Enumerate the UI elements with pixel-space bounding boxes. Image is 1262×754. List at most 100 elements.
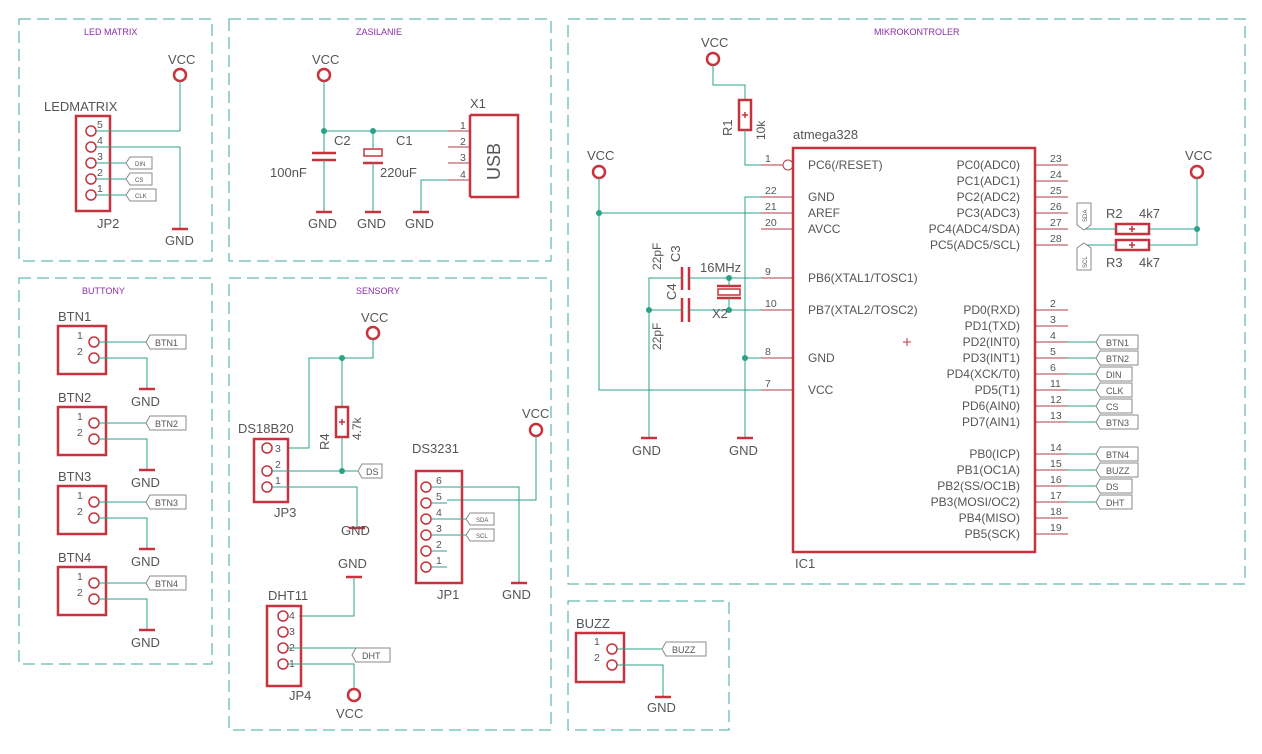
svg-text:BUZZ: BUZZ (672, 645, 696, 655)
svg-text:4k7: 4k7 (1139, 206, 1160, 221)
svg-text:22pF: 22pF (650, 323, 664, 350)
mcu-pin: 20 AVCC (761, 217, 841, 236)
pin-number: 6 (436, 475, 442, 487)
vcc-symbol: VCC (361, 310, 388, 341)
svg-text:C1: C1 (396, 133, 413, 148)
pin-name: PD3(INT1) (963, 351, 1020, 365)
pin-name: PB2(SS/OC1B) (937, 479, 1020, 493)
svg-text:1: 1 (460, 120, 466, 132)
pin-number: 20 (765, 217, 777, 229)
svg-text:2: 2 (594, 652, 600, 664)
net-tag-btn1: BTN1 (1095, 334, 1139, 350)
pin-number: 4 (97, 135, 103, 147)
svg-text:CS: CS (135, 178, 143, 184)
svg-text:GND: GND (165, 233, 194, 248)
pin-number: 14 (1050, 442, 1062, 454)
pin-name: PC1(ADC1) (957, 174, 1020, 188)
frame-title: LED MATRIX (84, 27, 137, 37)
svg-text:C2: C2 (334, 133, 351, 148)
vcc-symbol: VCC (312, 52, 339, 83)
svg-text:2: 2 (77, 346, 83, 358)
jp4-connector (265, 604, 303, 688)
pin-name: PB6(XTAL1/TOSC1) (808, 271, 918, 285)
svg-text:GND: GND (405, 216, 434, 231)
pin-number: 23 (1050, 153, 1062, 165)
pin-name: PD5(T1) (975, 383, 1020, 397)
svg-text:3: 3 (275, 443, 281, 455)
svg-text:CLK: CLK (1106, 386, 1124, 396)
button-label: BTN2 (58, 390, 91, 405)
pin-name: PD4(XCK/T0) (947, 367, 1020, 381)
pin-pad (420, 529, 432, 541)
pin-number: 3 (436, 523, 442, 535)
svg-text:1: 1 (594, 636, 600, 648)
pin-pad (420, 481, 432, 493)
svg-text:R1: R1 (720, 119, 735, 136)
button-connector (56, 405, 108, 457)
svg-text:SDA: SDA (476, 518, 488, 524)
svg-text:JP1: JP1 (437, 587, 459, 602)
pin-number: 1 (436, 555, 442, 567)
svg-text:VCC: VCC (1185, 148, 1212, 163)
svg-text:VCC: VCC (361, 310, 388, 325)
c2-capacitor: C2 100nF GND (270, 133, 351, 231)
net-tag-btn3: BTN3 (145, 494, 187, 510)
button-connector (56, 565, 108, 617)
pin-pad (420, 497, 432, 509)
svg-text:C4: C4 (664, 283, 679, 300)
svg-text:100nF: 100nF (270, 165, 307, 180)
pin-name: PC3(ADC3) (957, 206, 1020, 220)
pin-number: 1 (765, 153, 771, 165)
pin-number: 21 (765, 201, 777, 213)
svg-text:SDA: SDA (1083, 210, 1089, 222)
pin-name: PB7(XTAL2/TOSC2) (808, 303, 918, 317)
pin-name: AVCC (808, 222, 841, 236)
svg-text:1: 1 (275, 475, 281, 487)
svg-text:DS18B20: DS18B20 (238, 421, 294, 436)
pin-name: VCC (808, 383, 834, 397)
svg-text:R4: R4 (317, 433, 332, 450)
svg-text:VCC: VCC (336, 706, 363, 721)
svg-text:4: 4 (460, 169, 466, 181)
pin-number: 1 (97, 183, 103, 195)
ledmatrix-section: VCC LEDMATRIX 5 4 3 2 1 DIN CS (44, 52, 195, 248)
r2-resistor: R2 4k7 (1106, 206, 1160, 236)
pin-number: 9 (765, 266, 771, 278)
pin-number: 5 (97, 119, 103, 131)
pin-number: 8 (765, 346, 771, 358)
pin-name: PC0(ADC0) (957, 158, 1020, 172)
net-tag-clk: CLK (1095, 382, 1133, 398)
vcc-label: VCC (168, 52, 195, 67)
svg-text:R3: R3 (1106, 255, 1123, 270)
svg-text:2: 2 (77, 587, 83, 599)
pin-name: PC6(/RESET) (808, 158, 883, 172)
svg-text:GND: GND (647, 700, 676, 715)
pin-name: GND (808, 190, 835, 204)
svg-text:CLK: CLK (135, 194, 147, 200)
svg-text:JP4: JP4 (289, 688, 311, 703)
net-tag-btn4: BTN4 (1095, 446, 1139, 462)
svg-text:R2: R2 (1106, 206, 1123, 221)
svg-text:BTN1: BTN1 (155, 338, 178, 348)
pin-number: 27 (1050, 217, 1062, 229)
frame-title: BUTTONY (82, 286, 125, 296)
c1-capacitor: C1 220uF GND (357, 133, 417, 231)
buttons-section: BTN112BTN1GNDBTN212BTN2GNDBTN312BTN3GNDB… (56, 309, 187, 650)
frame-title: MIKROKONTROLER (874, 27, 960, 37)
svg-text:X2: X2 (712, 306, 728, 321)
pin-name: PD1(TXD) (965, 319, 1020, 333)
svg-text:CS: CS (1106, 402, 1119, 412)
svg-text:atmega328: atmega328 (793, 127, 858, 142)
buzzer-connector (574, 631, 626, 684)
